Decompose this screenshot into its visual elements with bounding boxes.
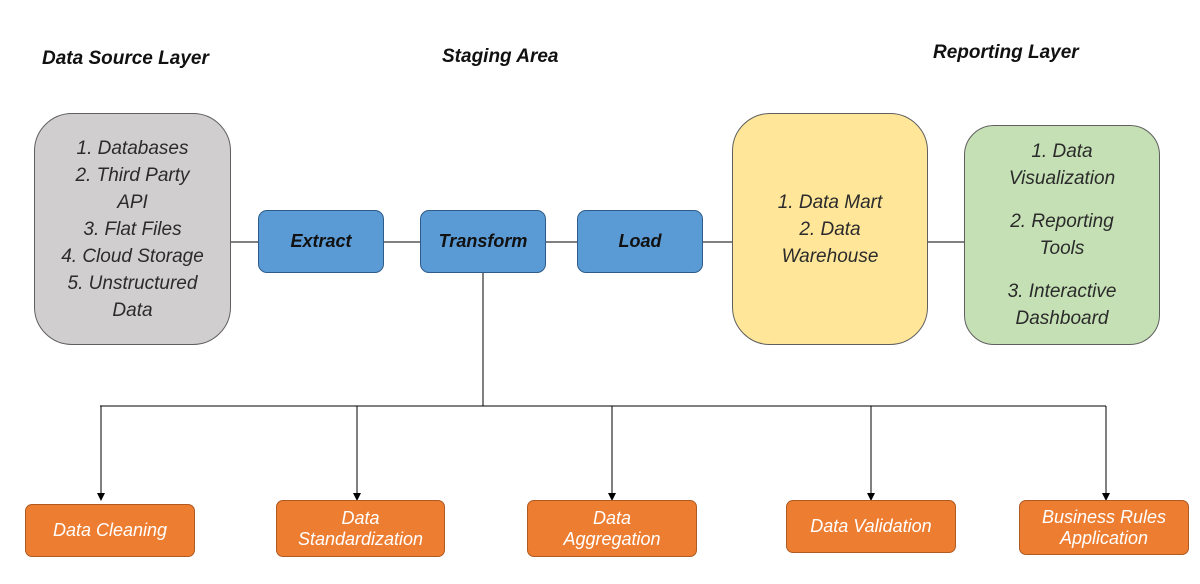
data-warehouse-box: 1. Data Mart 2. Data Warehouse [732,113,928,345]
reporting-item-reporting: 2. Reporting [1010,211,1114,232]
transform-box: Transform [420,210,546,273]
data-source-layer-title: Data Source Layer [42,48,209,69]
data-standardization-label-2: Standardization [297,528,424,549]
source-item-api: API [117,191,148,213]
business-rules-box: Business Rules Application [1019,500,1189,555]
data-cleaning-box: Data Cleaning [25,504,195,557]
staging-area-title: Staging Area [442,46,559,67]
transform-label: Transform [438,231,528,251]
data-standardization-box: Data Standardization [276,500,445,557]
data-aggregation-box: Data Aggregation [527,500,697,557]
source-item-databases: 1. Databases [76,137,189,159]
reporting-item-visualization: Visualization [1008,168,1116,189]
reporting-item-data: 1. Data [1031,141,1093,162]
source-item-flat-files: 3. Flat Files [83,218,182,240]
extract-box: Extract [258,210,384,273]
reporting-layer-title: Reporting Layer [933,42,1079,63]
source-item-cloud-storage: 4. Cloud Storage [61,245,204,267]
reporting-item-interactive: 3. Interactive [1007,281,1117,302]
reporting-item-dashboard: Dashboard [1015,308,1109,329]
data-validation-box: Data Validation [786,500,956,553]
data-source-box: 1. Databases 2. Third Party API 3. Flat … [34,113,231,345]
data-aggregation-label-1: Data [592,507,632,528]
data-validation-label: Data Validation [810,516,932,536]
source-item-unstructured: 5. Unstructured [67,272,198,294]
data-standardization-label-1: Data [341,507,380,528]
reporting-item-tools: Tools [1039,238,1085,259]
data-cleaning-label: Data Cleaning [52,520,168,540]
source-item-third-party: 2. Third Party [75,164,190,186]
data-aggregation-label-2: Aggregation [563,528,661,549]
warehouse-item-warehouse: Warehouse [781,246,879,267]
load-label: Load [618,231,662,251]
source-item-data: Data [112,299,153,321]
load-box: Load [577,210,703,273]
reporting-box: 1. Data Visualization 2. Reporting Tools… [964,125,1160,345]
warehouse-item-data-mart: 1. Data Mart [777,192,883,213]
extract-label: Extract [290,231,352,251]
warehouse-item-data: 2. Data [799,219,861,240]
business-rules-label-2: Application [1059,527,1149,548]
business-rules-label-1: Business Rules [1041,506,1167,527]
